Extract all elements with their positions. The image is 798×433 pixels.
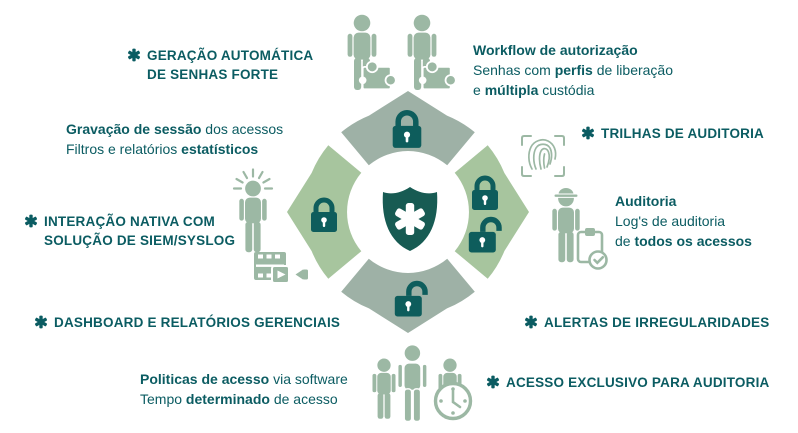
hat-icon (553, 187, 579, 198)
asterisk-bullet-icon (24, 214, 38, 228)
user-puzzle-icon (347, 14, 397, 91)
label-session-recording: Gravação de sessão dos acessos Filtros e… (66, 121, 284, 157)
asterisk-bullet-icon (34, 315, 48, 329)
label-access-policies: Politicas de acesso via software Tempo d… (140, 371, 348, 407)
label-audit-trails: TRILHAS DE AUDITORIA (581, 124, 764, 143)
user-alert-icon (232, 168, 274, 253)
label-strong-password-generation: GERAÇÃO AUTOMÁTICA DE SENHAS FORTE (127, 46, 313, 84)
label-exclusive-audit-access: ACESSO EXCLUSIVO PARA AUDITORIA (486, 373, 769, 392)
asterisk-bullet-icon (524, 315, 538, 329)
video-camera-icon (295, 269, 308, 280)
fingerprint-scan-icon (521, 135, 565, 177)
label-audit-logs: Auditoria Log's de auditoria de todos os… (615, 193, 752, 249)
shield-icon (382, 187, 438, 251)
asterisk-bullet-icon (486, 375, 500, 389)
clock-icon (433, 381, 473, 421)
video-session-icon (254, 252, 308, 284)
user-puzzle-icon (407, 14, 457, 91)
clipboard-check-icon (576, 228, 608, 270)
label-irregularity-alerts: ALERTAS DE IRREGULARIDADES (524, 313, 769, 332)
label-dashboard-reports: DASHBOARD E RELATÓRIOS GERENCIAIS (34, 313, 340, 332)
auditor-clipboard-icon (552, 187, 608, 270)
label-authorization-workflow: Workflow de autorização Senhas com perfi… (473, 42, 674, 98)
asterisk-bullet-icon (581, 126, 595, 140)
users-group-clock-icon (372, 343, 473, 423)
security-wheel-graphic (287, 91, 529, 333)
alert-rays-icon (232, 168, 274, 190)
play-icon (277, 270, 286, 279)
asterisk-bullet-icon (127, 48, 141, 62)
label-siem-integration: INTERAÇÃO NATIVA COM SOLUÇÃO DE SIEM/SYS… (24, 212, 235, 250)
